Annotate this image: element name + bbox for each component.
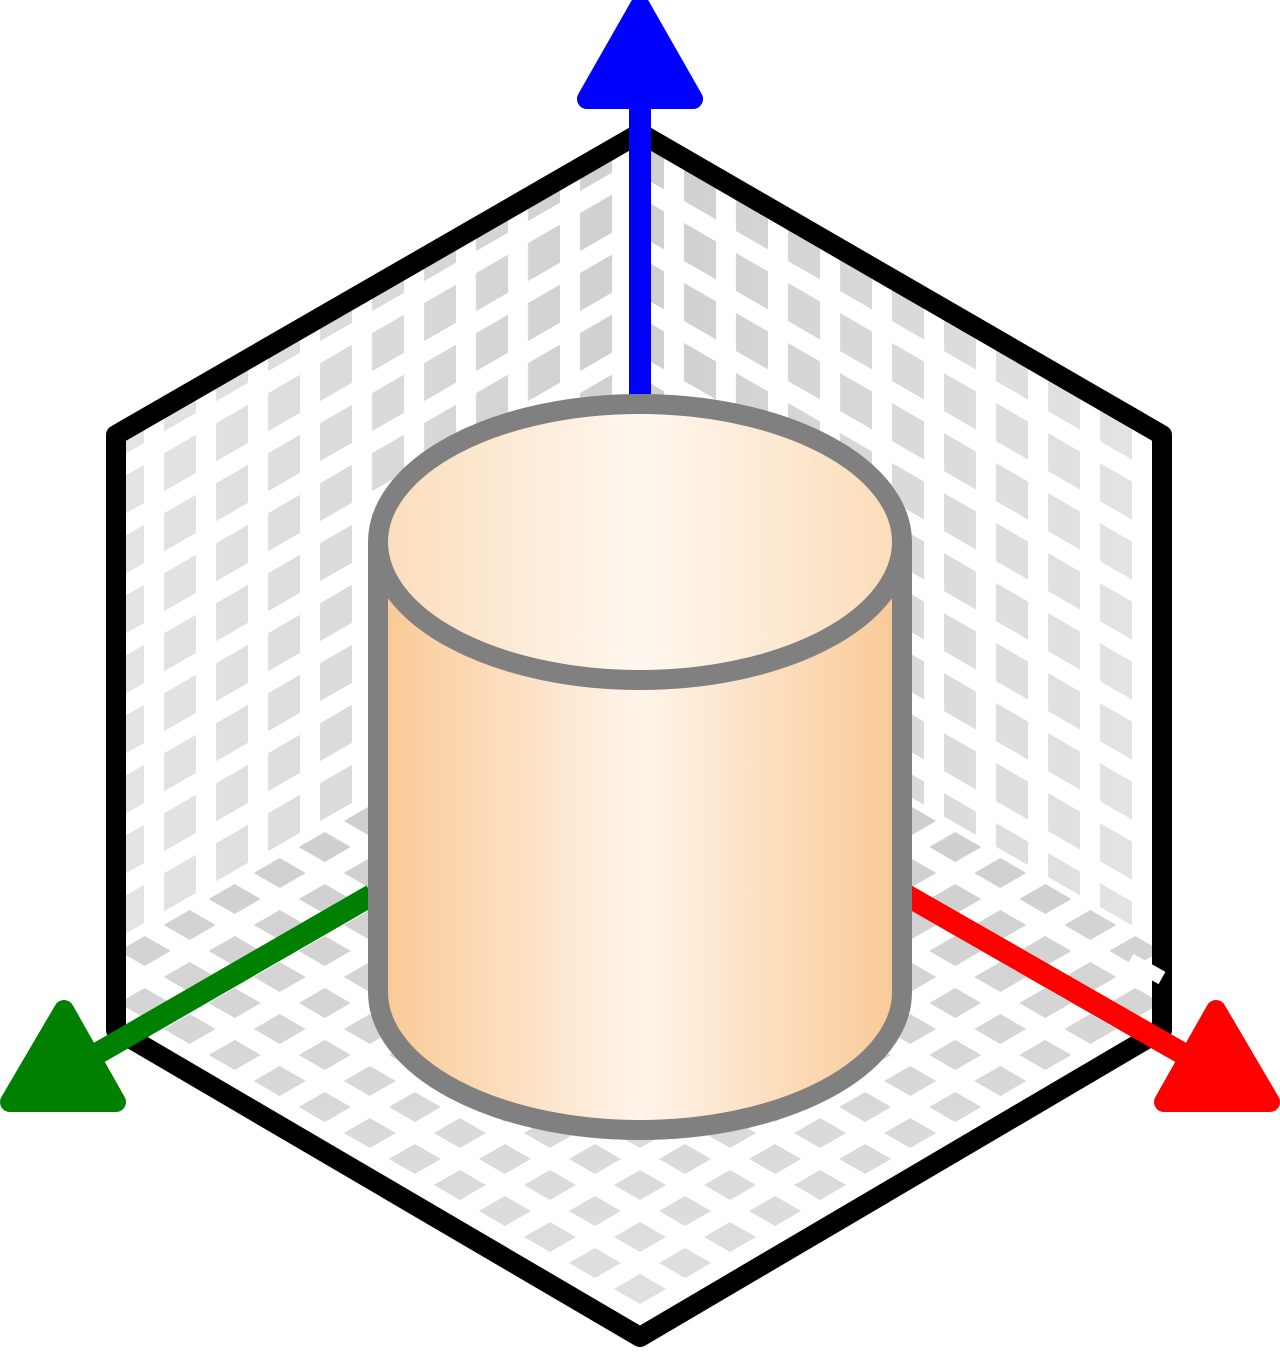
cylinder-top-face xyxy=(368,394,912,690)
y-axis-arrow-icon xyxy=(0,885,378,1112)
cylinder-primitive-icon xyxy=(368,394,912,1140)
wall-edge-marker xyxy=(1126,953,1166,985)
cylinder-body xyxy=(368,532,912,1140)
z-axis-arrow-icon xyxy=(577,0,703,400)
x-axis-arrow-icon xyxy=(900,885,1280,1112)
hexagon-frame-outline xyxy=(106,123,1172,1347)
